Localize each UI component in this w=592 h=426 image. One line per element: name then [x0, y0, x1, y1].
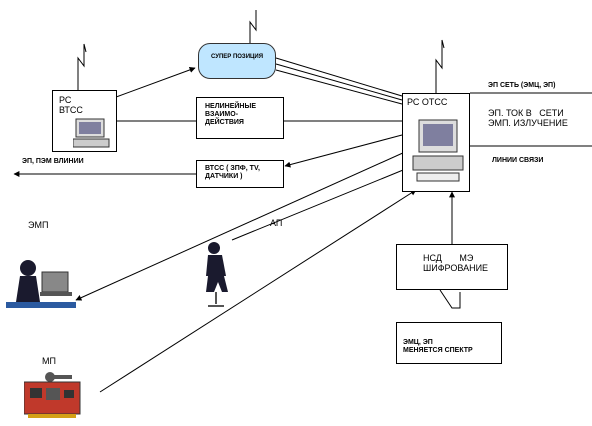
- callout-emc: [439, 289, 461, 309]
- cloud-label: СУПЕР ПОЗИЦИЯ: [210, 54, 264, 60]
- ep-emi-left-label: ЭП, ПЭМ ВЛИНИИ: [22, 158, 84, 165]
- ep-tok-label: ЭП. ТОК В СЕТИ ЭМП. ИЗЛУЧЕНИЕ: [488, 108, 568, 129]
- superposition-cloud: СУПЕР ПОЗИЦИЯ: [198, 43, 276, 79]
- ep-network-label: ЭП СЕТЬ (ЭМЦ, ЭП): [488, 82, 556, 89]
- vtss-box: ВТСС ( ЗПФ, TV, ДАТЧИКИ ): [196, 160, 284, 188]
- computer-icon: [412, 119, 464, 182]
- circuit-board-icon: [24, 381, 81, 418]
- arrow-mp-to-otss: [99, 189, 417, 393]
- emc-box: ЭМЦ, ЭП МЕНЯЕТСЯ СПЕКТР: [396, 322, 502, 364]
- vtss-label: ВТСС ( ЗПФ, TV, ДАТЧИКИ ): [205, 165, 260, 181]
- emc-label: ЭМЦ, ЭП МЕНЯЕТСЯ СПЕКТР: [403, 339, 473, 355]
- mp-label: МП: [42, 356, 56, 366]
- laptop-user-icon: [6, 260, 76, 308]
- nonlinear-label: НЕЛИНЕЙНЫЕ ВЗАИМО- ДЕЙСТВИЯ: [205, 103, 256, 127]
- antenna-otss-icon: [435, 39, 445, 93]
- arrow-ap-to-otss: [231, 167, 409, 241]
- nonlinear-box: НЕЛИНЕЙНЫЕ ВЗАИМО- ДЕЙСТВИЯ: [196, 97, 284, 139]
- emp-label: ЭМП: [28, 220, 49, 230]
- arrow-otss-to-emp: [75, 151, 406, 301]
- pc-vtss-box: РС ВТСС: [52, 90, 117, 152]
- ap-label: АП: [270, 218, 283, 228]
- arrow-otss-to-vtss: [284, 134, 403, 168]
- pc-vtss-label: РС ВТСС: [59, 95, 83, 116]
- nsd-label: НСД МЭ ШИФРОВАНИЕ: [423, 253, 489, 274]
- person-icon: [206, 242, 228, 307]
- antenna-vtss-icon: [77, 43, 87, 90]
- arrow-vtss-to-cloud: [107, 67, 196, 101]
- pc-otss-label: РС ОТСС: [407, 97, 448, 107]
- line-cloud-otss-2: [275, 63, 403, 101]
- line-cloud-otss-3: [275, 69, 403, 105]
- key-icon: [45, 372, 72, 382]
- nsd-box: НСД МЭ ШИФРОВАНИЕ: [396, 244, 508, 290]
- lines-label: ЛИНИИ СВЯЗИ: [492, 157, 544, 164]
- computer-icon: [73, 118, 110, 148]
- line-cloud-otss-1: [275, 57, 403, 97]
- pc-otss-box: РС ОТСС: [402, 93, 470, 192]
- antenna-cloud-icon: [249, 10, 257, 43]
